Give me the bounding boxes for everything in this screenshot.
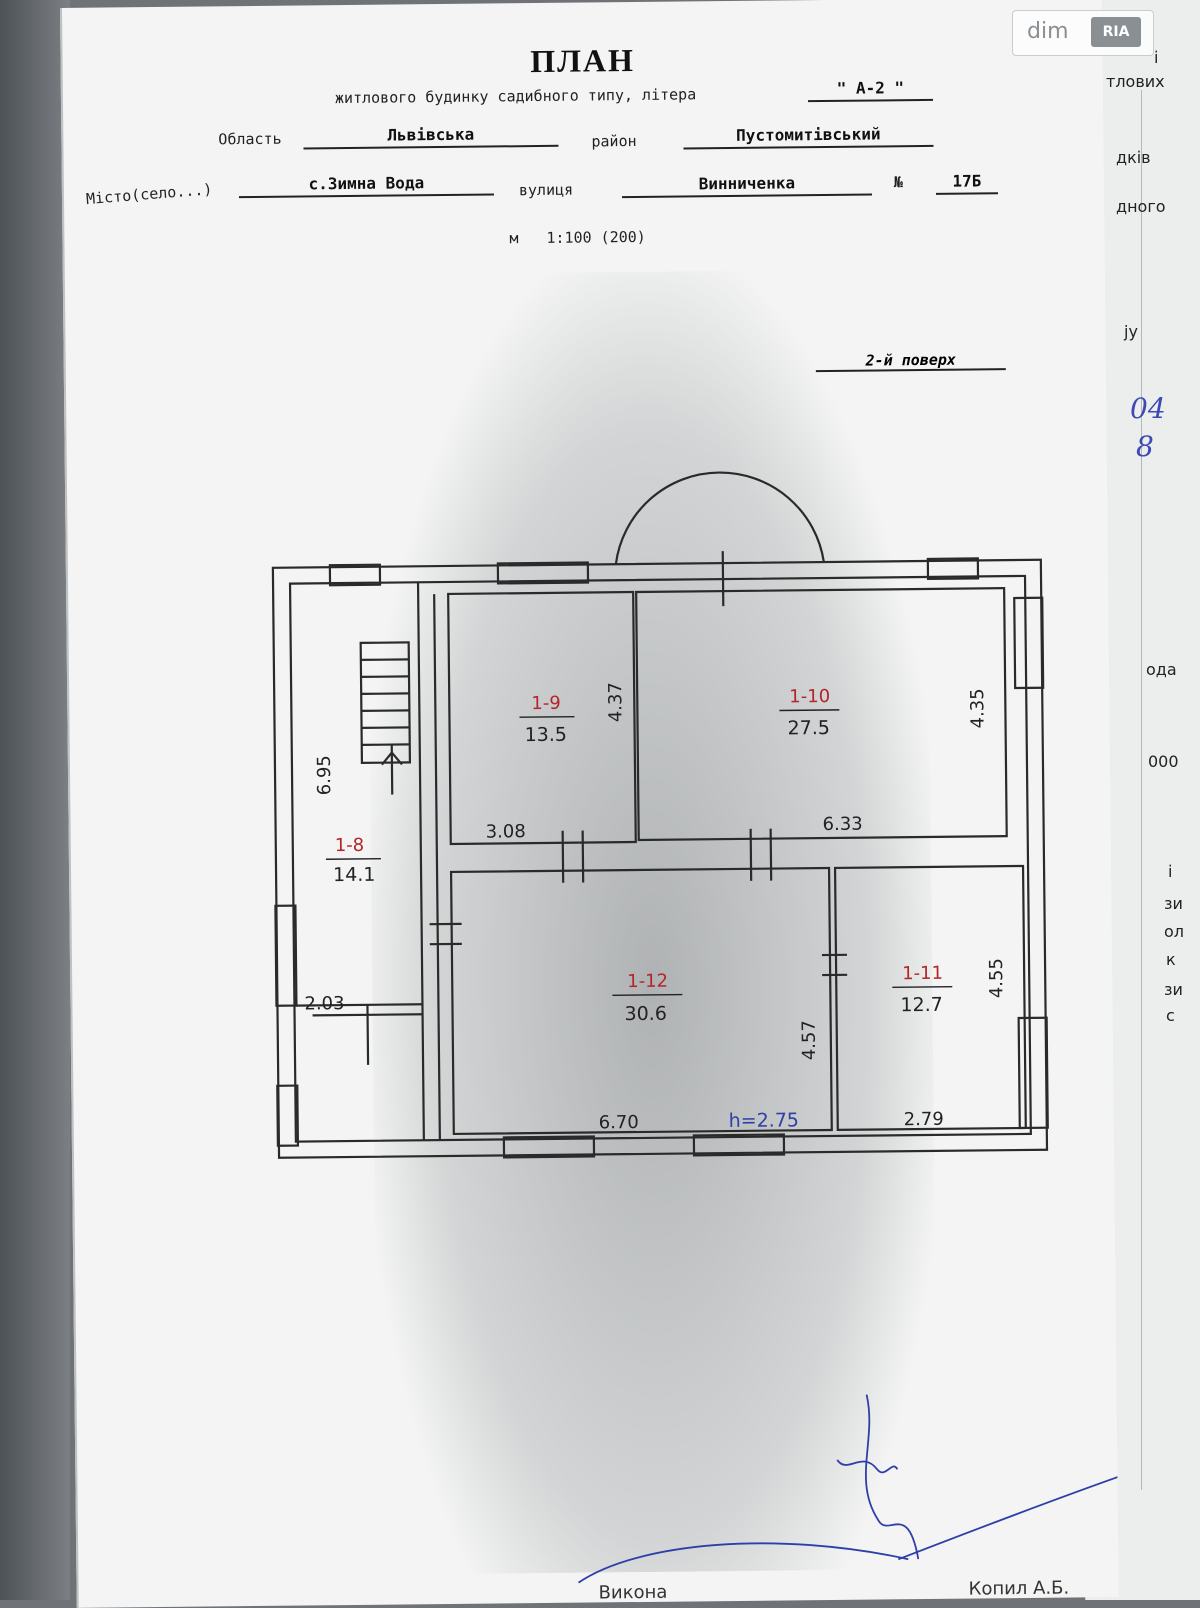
side-text-fragment: і [1168,862,1172,881]
room-area-label: 30.6 [624,1003,667,1025]
floor-plan-drawing: 1-9 13.5 1-10 27.5 1-8 14.1 1-12 30.6 1-… [62,0,1119,1608]
side-text-fragment: дків [1116,148,1151,167]
side-text-fragment: тлових [1106,72,1165,91]
dimension-label: 2.79 [904,1109,944,1130]
room-number-label: 1-9 [531,693,561,714]
side-text-fragment: зи [1164,894,1183,913]
outer-wall [273,560,1047,1158]
page-binding-line [1141,90,1142,1490]
side-text-fragment: к [1166,950,1176,969]
ceiling-height-label: h=2.75 [729,1109,800,1132]
window-marks [272,558,1048,1160]
dimension-label: 4.55 [986,958,1007,998]
wall [418,582,424,1140]
room-area-label: 13.5 [525,724,568,746]
side-text-fragment: ол [1164,922,1184,941]
side-text-fragment: дного [1116,197,1166,216]
staircase [361,642,411,794]
side-text-fragment: 000 [1148,752,1179,771]
side-text-fragment: ода [1146,660,1177,679]
inner-wall-line [290,576,1031,1142]
side-text-fragment: ју [1124,322,1138,341]
room-1-12-outline [451,868,832,1134]
room-number-label: 1-10 [789,686,830,707]
handwritten-number: 04 [1130,392,1166,425]
handwritten-signature [577,1392,1119,1583]
room-number-label: 1-11 [902,963,943,984]
room-number-label: 1-8 [335,835,365,856]
desk-background [0,0,70,1600]
dimension-labels: 6.95 4.37 4.35 3.08 6.33 4.55 4.57 2.03 … [301,678,1009,1136]
watermark-badge: RIA [1091,17,1141,47]
dimension-label: 6.95 [314,755,335,795]
dimension-label: 4.35 [967,688,988,728]
floor-plan-page: ПЛАН житлового будинку садибного типу, л… [60,0,1119,1608]
side-text-fragment: с [1166,1006,1175,1025]
dimria-watermark: dim RIA [1012,10,1154,56]
room-1-10-outline [636,588,1007,840]
room-area-label: 14.1 [333,864,376,886]
wall [434,594,440,1140]
watermark-text: dim [1027,19,1069,44]
executor-label: Викона [599,1582,668,1604]
side-text-fragment: зи [1164,980,1183,999]
dimension-label: 4.37 [605,682,626,722]
balcony-arc [615,471,824,564]
dimension-label: 6.33 [822,814,862,835]
dimension-label: 6.70 [599,1112,639,1133]
room-number-label: 1-12 [627,971,668,992]
side-text-fragment: і [1154,48,1158,67]
room-area-label: 27.5 [787,717,830,739]
room-area-label: 12.7 [900,994,943,1016]
dimension-label: 2.03 [304,993,344,1014]
dimension-label: 4.57 [799,1020,820,1060]
handwritten-number: 8 [1136,430,1154,463]
executor-name: Копил А.Б. [968,1578,1069,1600]
dimension-label: 3.08 [486,821,526,842]
